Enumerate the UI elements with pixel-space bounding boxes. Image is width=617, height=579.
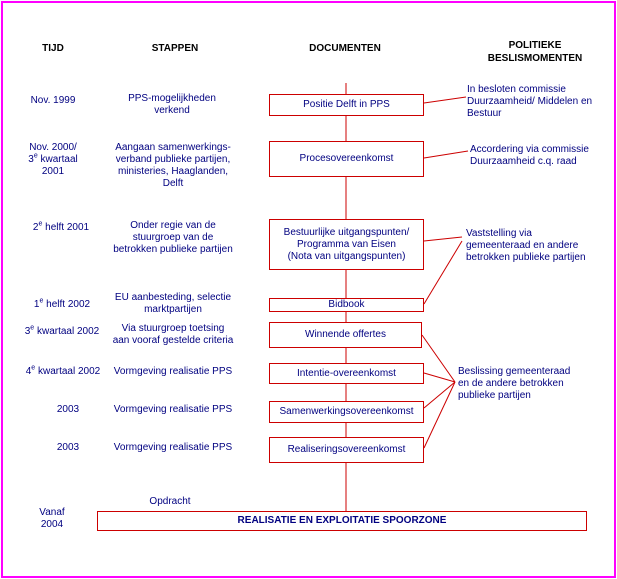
- stap-row8: Vormgeving realisatie PPS: [113, 442, 233, 453]
- tijd-row6: 4e kwartaal 2002: [25, 364, 101, 377]
- stap-row2-line2: verband publieke partijen,: [115, 154, 231, 165]
- doc-box-winnende-offertes: Winnende offertes: [269, 322, 422, 348]
- beslis-3-line2: gemeenteraad en andere: [466, 240, 579, 251]
- connector-b3a: [423, 236, 463, 242]
- stap-row6: Vormgeving realisatie PPS: [113, 366, 233, 377]
- stap-row5-line1: Via stuurgroep toetsing: [121, 323, 225, 334]
- tijd-row9-line1: Vanaf: [39, 507, 65, 518]
- tijd-row9-line2: 2004: [40, 519, 64, 530]
- tijd-row1: Nov. 1999: [30, 95, 76, 106]
- stap-row3-line1: Onder regie van de: [130, 220, 216, 231]
- doc-box-bidbook: Bidbook: [269, 298, 424, 312]
- doc-box-procesovereenkomst: Procesovereenkomst: [269, 141, 424, 177]
- tijd-row2-line1: Nov. 2000/: [29, 142, 77, 153]
- doc-row3-line1: Bestuurlijke uitgangspunten/: [283, 226, 410, 238]
- tijd-row5: 3e kwartaal 2002: [24, 324, 100, 337]
- stap-row1-line1: PPS-mogelijkheden: [128, 93, 216, 104]
- beslis-1-line2: Duurzaamheid/ Middelen en: [467, 96, 593, 107]
- connector-b1: [423, 96, 467, 104]
- tijd-row2-line2: 3e kwartaal: [28, 152, 78, 165]
- beslis-3-line3: betrokken publieke partijen: [466, 252, 586, 263]
- connector-b4b: [423, 372, 456, 383]
- connector-b4d: [423, 381, 456, 449]
- header-politieke-line2: BESLISMOMENTEN: [487, 53, 583, 64]
- stap-row5-line2: aan vooraf gestelde criteria: [112, 335, 234, 346]
- doc-row3-line3: (Nota van uitgangspunten): [287, 250, 406, 262]
- tijd-row4: 1e helft 2002: [33, 297, 91, 310]
- header-tijd: TIJD: [42, 43, 64, 54]
- beslis-2-line1: Accordering via commissie: [470, 144, 589, 155]
- stap-row1: PPS-mogelijkheden verkend: [112, 93, 232, 117]
- stap-row4-line2: marktpartijen: [144, 304, 202, 315]
- beslis-4-line1: Beslissing gemeenteraad: [458, 366, 571, 377]
- header-stappen: STAPPEN: [151, 43, 199, 54]
- tijd-row9: Vanaf 2004: [26, 507, 78, 531]
- header-politieke-line1: POLITIEKE: [508, 40, 562, 51]
- stap-row7: Vormgeving realisatie PPS: [113, 404, 233, 415]
- tijd-row2-line3: 2001: [41, 166, 65, 177]
- doc-box-positie-delft: Positie Delft in PPS: [269, 94, 424, 116]
- beslis-4: Beslissing gemeenteraad en de andere bet…: [458, 366, 570, 402]
- beslis-1: In besloten commissie Duurzaamheid/ Midd…: [467, 84, 592, 120]
- stap-row3-line2: stuurgroep van de: [132, 232, 214, 243]
- doc-row3-line2: Programma van Eisen: [297, 238, 396, 250]
- stap-row2: Aangaan samenwerkings- verband publieke …: [104, 142, 242, 190]
- stap-row9: Opdracht: [149, 496, 191, 507]
- stap-row3-line3: betrokken publieke partijen: [113, 244, 233, 255]
- beslis-3-line1: Vaststelling via: [466, 228, 532, 239]
- stap-row5: Via stuurgroep toetsing aan vooraf geste…: [104, 323, 242, 347]
- tijd-row3: 2e helft 2001: [32, 220, 90, 233]
- tijd-row8: 2003: [56, 442, 80, 453]
- connector-b4c: [423, 381, 456, 409]
- stap-row2-line3: ministeries, Haaglanden,: [117, 166, 229, 177]
- header-politieke: POLITIEKE BESLISMOMENTEN: [480, 39, 590, 65]
- stap-row3: Onder regie van de stuurgroep van de bet…: [104, 220, 242, 256]
- doc-box-intentie-overeenkomst: Intentie-overeenkomst: [269, 363, 424, 384]
- stap-row2-line1: Aangaan samenwerkings-: [115, 142, 231, 153]
- beslis-1-line1: In besloten commissie: [467, 84, 566, 95]
- stap-row1-line2: verkend: [154, 105, 190, 116]
- doc-box-realisatie-exploitatie: REALISATIE EN EXPLOITATIE SPOORZONE: [97, 511, 587, 531]
- stap-row4: EU aanbesteding, selectie marktpartijen: [106, 292, 240, 316]
- beslis-4-line3: publieke partijen: [458, 390, 531, 401]
- stap-row4-line1: EU aanbesteding, selectie: [114, 292, 232, 303]
- stap-row2-line4: Delft: [162, 178, 184, 189]
- tijd-row7: 2003: [56, 404, 80, 415]
- header-documenten: DOCUMENTEN: [309, 43, 381, 54]
- beslis-4-line2: en de andere betrokken: [458, 378, 564, 389]
- beslis-2: Accordering via commissie Duurzaamheid c…: [470, 144, 589, 168]
- beslis-3: Vaststelling via gemeenteraad en andere …: [466, 228, 586, 264]
- doc-box-bestuurlijke-uitgangspunten: Bestuurlijke uitgangspunten/ Programma v…: [269, 219, 424, 270]
- doc-box-samenwerkingsovereenkomst: Samenwerkingsovereenkomst: [269, 401, 424, 423]
- connector-b4a: [421, 334, 456, 383]
- beslis-2-line2: Duurzaamheid c.q. raad: [470, 156, 577, 167]
- connector-b2: [423, 150, 469, 159]
- beslis-1-line3: Bestuur: [467, 108, 502, 119]
- tijd-row2: Nov. 2000/ 3e kwartaal 2001: [20, 142, 86, 178]
- doc-box-realiseringsovereenkomst: Realiseringsovereenkomst: [269, 437, 424, 463]
- connector-b3b: [423, 240, 463, 305]
